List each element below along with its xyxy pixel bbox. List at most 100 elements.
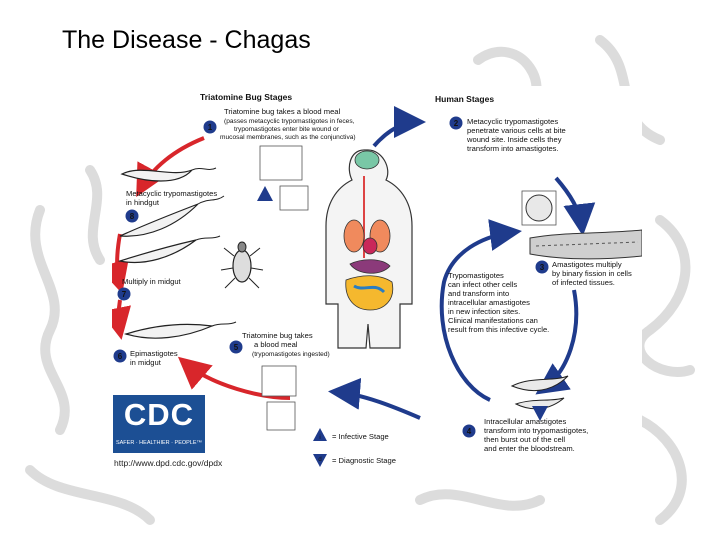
step-1-line-2: (passes metacyclic trypomastigotes in fe…	[224, 118, 355, 125]
flourish-bottom-left	[25, 465, 155, 525]
arrow-5-to-6	[177, 356, 291, 400]
colon-organ	[353, 284, 386, 294]
step-1-line-3: trypomastigotes enter bite wound or	[234, 126, 340, 133]
step-4-line-1: Intracellular amastigotes	[484, 417, 567, 426]
flagellum-2	[197, 195, 225, 205]
heart-organ	[362, 237, 378, 255]
parasite-illustration-box-2	[266, 401, 296, 431]
arrow-4-to-5	[328, 377, 421, 420]
step-5: 5 Triatomine bug takes a blood meal (try…	[229, 331, 330, 358]
cdc-logo: CDC SAFER · HEALTHIER · PEOPLE™	[113, 395, 205, 453]
bug-cycle-arrows	[112, 136, 291, 400]
step-4-line-3: then burst out of the cell	[484, 435, 565, 444]
flagellum-1	[191, 167, 217, 171]
center-note-line-7: result from this infective cycle.	[448, 325, 549, 334]
arrow-reinfection-loop	[439, 219, 522, 402]
cdc-url: http://www.dpd.cdc.gov/dpdx	[114, 458, 223, 468]
step-5-line-2: a blood meal	[254, 340, 298, 349]
step-6: 6 Epimastigotes in midgut	[113, 349, 178, 367]
diagnostic-stage-marker	[532, 406, 548, 421]
step-3-line-2: by binary fission in cells	[552, 269, 632, 278]
step-3: 3 Amastigotes multiply by binary fission…	[535, 260, 632, 287]
flourish-left	[30, 205, 70, 435]
step-3-number: 3	[540, 263, 545, 272]
slide-title: The Disease - Chagas	[62, 26, 311, 54]
step-2-line-2: penetrate various cells at bite	[467, 126, 566, 135]
arrow-2-to-3	[554, 176, 596, 236]
flagellum-3	[195, 235, 221, 241]
legend-infective-icon	[313, 428, 327, 441]
step-1: 1 Triatomine bug takes a blood meal (pas…	[203, 107, 356, 141]
step-2-line-4: transform into amastigotes.	[467, 144, 559, 153]
step-2-line-3: wound site. Inside cells they	[466, 135, 562, 144]
legend-diagnostic-icon	[313, 454, 327, 467]
step-1-number: 1	[208, 123, 213, 132]
step-5-line-1: Triatomine bug takes	[242, 331, 313, 340]
flourish-bottom	[415, 489, 545, 511]
illustration-boxes	[259, 145, 557, 431]
human-figure	[325, 149, 413, 349]
triatomine-bug-icon	[220, 241, 264, 289]
center-note-line-1: Trypomastigotes	[448, 271, 504, 280]
trypomastigote-icon-2	[514, 397, 565, 410]
step-1-line-1: Triatomine bug takes a blood meal	[224, 107, 341, 116]
infected-cell-icon	[525, 194, 553, 222]
step-5-number: 5	[234, 343, 239, 352]
legend-infective-symbol: i	[319, 435, 320, 441]
step-7-line-1: Multiply in midgut	[122, 277, 182, 286]
parasite-illustration-box-1	[279, 185, 309, 211]
lung-left-organ	[343, 219, 365, 253]
intestine-organ	[345, 275, 394, 311]
parasite-illustrations	[117, 169, 215, 339]
step-4-number: 4	[467, 427, 472, 436]
infective-stage-marker	[257, 186, 273, 201]
cdc-logo-text: CDC	[123, 397, 195, 432]
epimastigote-midgut-icon	[123, 323, 215, 339]
center-note-line-3: and transform into	[448, 289, 509, 298]
step-6-line-1: Epimastigotes	[130, 349, 178, 358]
liver-organ	[349, 259, 391, 274]
bite-illustration-box-1	[259, 145, 303, 181]
step-4-line-4: and enter the bloodstream.	[484, 444, 575, 453]
flourish-right	[634, 215, 695, 377]
epimastigote-icon-2	[117, 239, 197, 264]
life-cycle-diagram: Triatomine Bug Stages Human Stages 1 Tri…	[112, 92, 642, 467]
step-5-line-3: (trypomastigotes ingested)	[252, 351, 330, 358]
legend-diagnostic-label: = Diagnostic Stage	[332, 456, 396, 465]
human-stages-header: Human Stages	[435, 94, 494, 104]
brain-organ	[354, 150, 380, 170]
step-2: 2 Metacyclic trypomastigotes penetrate v…	[449, 116, 566, 153]
diagram-stage-markers	[257, 186, 548, 421]
parasite-flagella	[191, 167, 237, 327]
step-8-number: 8	[130, 212, 135, 221]
bite-illustration-box-2	[261, 365, 297, 397]
center-note-line-5: in new infection sites.	[448, 307, 520, 316]
bloodstream-trypomastigotes	[510, 375, 569, 410]
arrow-8-to-7	[112, 233, 129, 294]
center-note-line-4: intracellular amastigotes	[448, 298, 530, 307]
step-4-line-2: transform into trypomastigotes,	[484, 426, 588, 435]
step-3-line-1: Amastigotes multiply	[552, 260, 622, 269]
arrow-1-to-8	[136, 136, 205, 198]
cdc-logo-tagline: SAFER · HEALTHIER · PEOPLE™	[115, 440, 203, 446]
step-2-number: 2	[454, 119, 459, 128]
step-1-line-4: mucosal membranes, such as the conjuncti…	[220, 134, 356, 141]
step-6-line-2: in midgut	[130, 358, 162, 367]
legend-infective-label: = Infective Stage	[332, 432, 389, 441]
step-8-line-2: in hindgut	[126, 198, 160, 207]
trypomastigote-icon-1	[510, 375, 569, 392]
metacyclic-trypomastigote-icon	[120, 169, 193, 182]
step-7-number: 7	[122, 290, 127, 299]
human-cycle-arrows	[328, 106, 596, 420]
step-3-line-3: of infected tissues.	[552, 278, 615, 287]
step-7: 7 Multiply in midgut	[117, 277, 182, 301]
step-8-line-1: Metacyclic trypomastigotes	[126, 189, 217, 198]
flagellum-4	[211, 321, 237, 327]
center-note: Trypomastigotes can infect other cells a…	[448, 271, 549, 334]
legend: i = Infective Stage d = Diagnostic Stage	[313, 428, 396, 467]
arrow-3-to-4	[535, 289, 579, 395]
step-6-number: 6	[118, 352, 123, 361]
step-8: 8 Metacyclic trypomastigotes in hindgut	[125, 189, 217, 223]
arrow-7-to-6	[112, 299, 131, 340]
